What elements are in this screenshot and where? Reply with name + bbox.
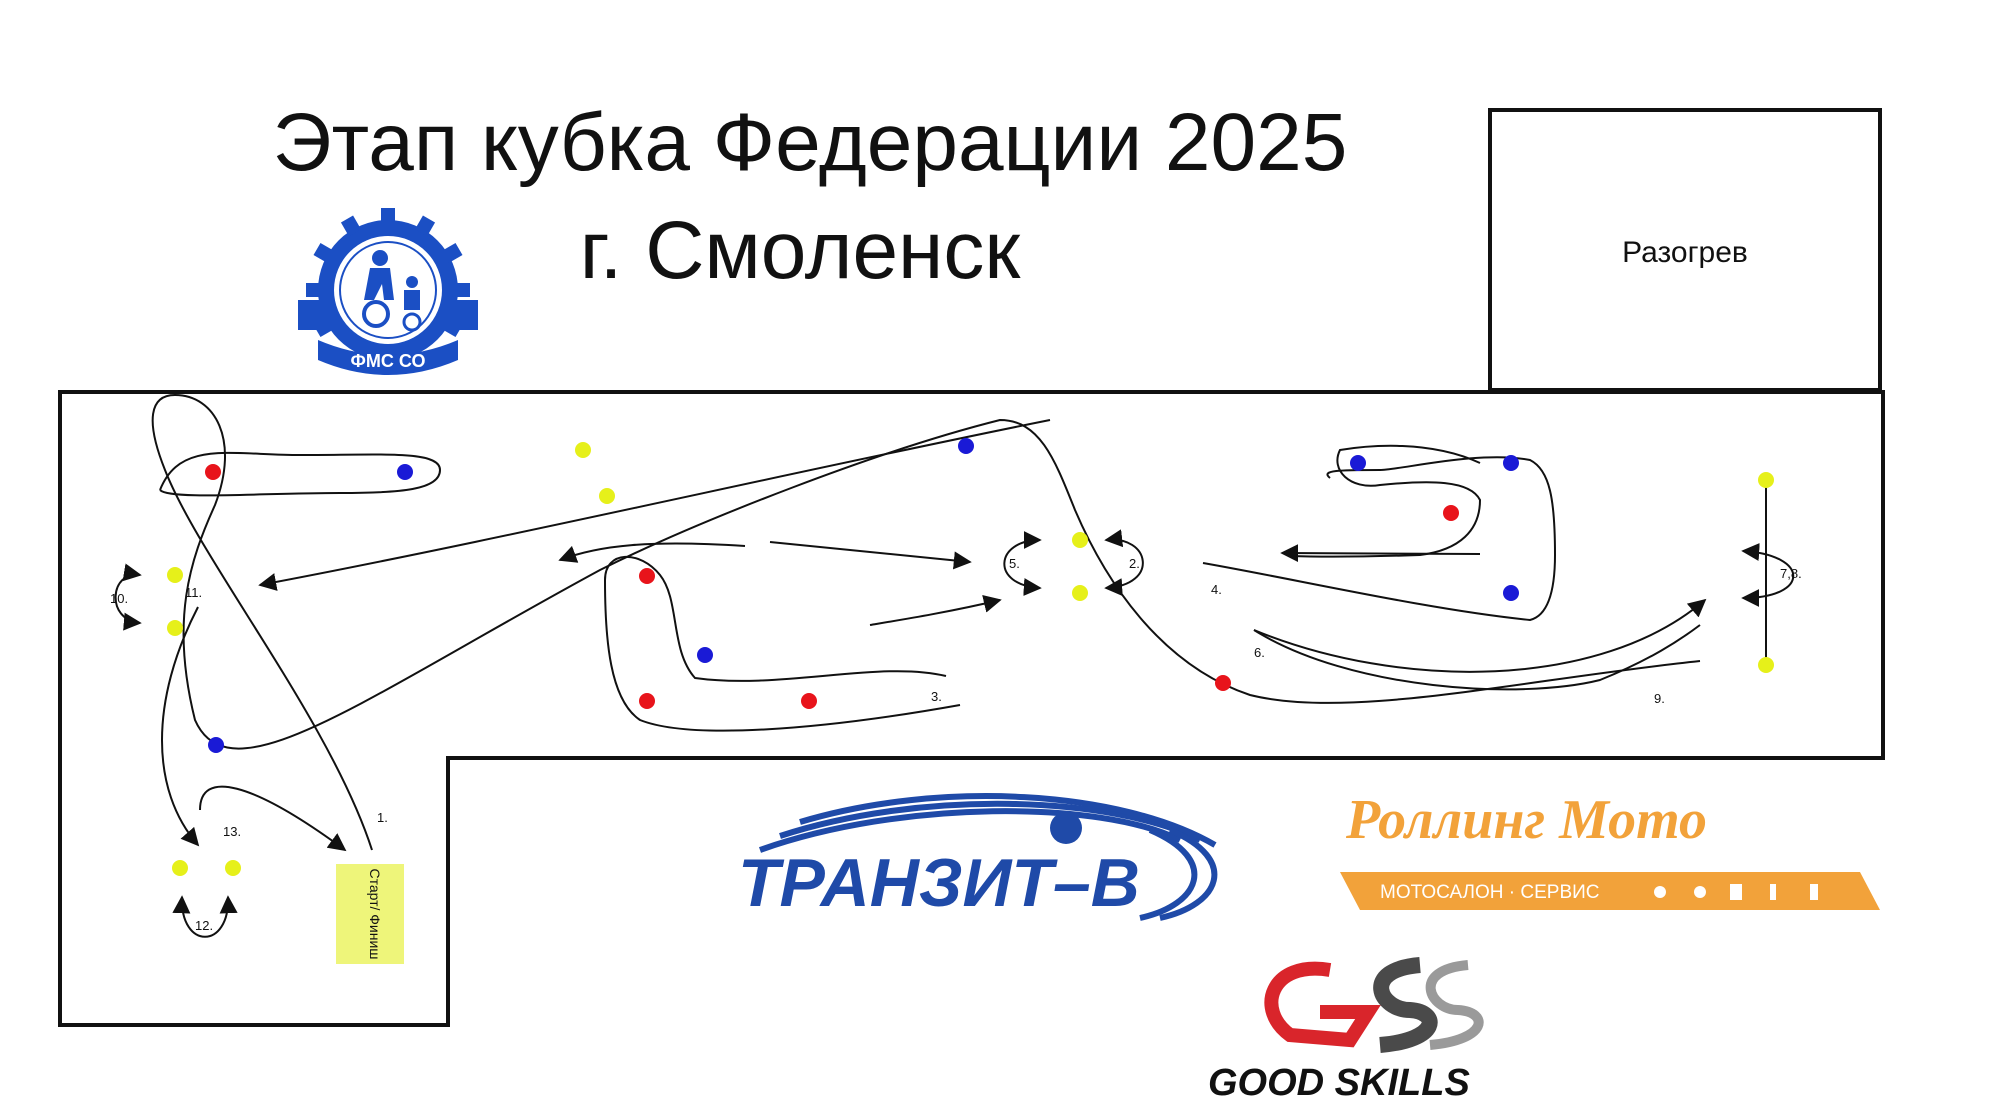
riders-icon [362,250,422,332]
cone-red [1443,505,1459,521]
arrow-9 [1253,598,1707,673]
cone-red [639,693,655,709]
label-4: 4. [1211,582,1222,597]
cone-blue [1503,455,1519,471]
cone-red [639,568,655,584]
arrow-10 [114,563,142,631]
route-path-1 [151,393,1701,851]
label-13: 13. [223,824,241,839]
page-title-line1: Этап кубка Федерации 2025 [272,97,1348,188]
route-path-hairpin [603,555,961,732]
start-finish-box [336,864,404,964]
gs-red-g [1264,961,1381,1048]
cone-yellow [167,620,183,636]
route-path-loop2 [1289,444,1482,558]
label-78: 7,8. [1780,566,1802,581]
label-10: 10. [110,591,128,606]
label-9: 9. [1654,691,1665,706]
label-12: 12. [195,918,213,933]
cone-yellow [167,567,183,583]
rolling-moto-text: Роллинг Мото [1345,789,1707,851]
cones [167,438,1774,876]
cone-blue [697,647,713,663]
cone-yellow [172,860,188,876]
track-boundary [58,390,1885,1027]
fms-logo: ФМС СО [298,208,478,375]
cone-yellow [599,488,615,504]
fms-abbr: ФМС СО [351,351,426,371]
cone-red [1215,675,1231,691]
cone-blue [958,438,974,454]
cone-blue [208,737,224,753]
transit-ball [1050,812,1082,844]
gs-text: GOOD SKILLS [1208,1062,1470,1104]
cone-red [801,693,817,709]
arrow-3 [769,541,972,570]
arrow-11 [258,419,1051,591]
cone-yellow [1072,585,1088,601]
rolling-icons [1654,884,1818,900]
cone-yellow [1758,472,1774,488]
arrow-4 [1280,544,1481,563]
cone-yellow [1758,657,1774,673]
direction-arrows [114,419,1795,938]
transit-text: ТРАНЗИТ–В [738,845,1140,921]
cone-yellow [1072,532,1088,548]
label-2: 2. [1129,556,1140,571]
fms-banner [298,300,478,330]
route-path-loop [159,451,442,497]
fms-ribbon [318,340,458,375]
label-1: 1. [377,810,388,825]
start-finish-label: Старт/ Финиш [367,868,383,959]
gs-grey-s2 [1425,960,1484,1050]
label-3: 3. [931,689,942,704]
good-skills-logo: GOOD SKILLS [1208,957,1484,1104]
cone-blue [397,464,413,480]
label-11: 11. [185,585,202,600]
rolling-moto-logo: Роллинг Мото МОТОСАЛОН · СЕРВИС [1340,789,1880,910]
element-labels: 1. 2. 3. 4. 5. 6. 7,8. 9. 10. 11. 12. 13… [110,556,1802,933]
arrow-5-in [558,542,746,563]
warmup-zone-label: Разогрев [1622,236,1748,269]
label-5: 5. [1009,556,1020,571]
label-6: 6. [1254,645,1265,660]
arrow-12 [172,895,238,938]
arrow-5b [869,595,1002,626]
arrow-2 [1104,529,1144,597]
cone-yellow [225,860,241,876]
cone-blue [1503,585,1519,601]
cone-red [205,464,221,480]
route-path-sweep [1202,456,1557,622]
route-path-curve6 [1253,624,1701,691]
page-title-line2: г. Смоленск [579,205,1021,296]
arrow-78 [1741,542,1795,607]
rolling-band [1340,872,1880,910]
arrow-13 [199,785,347,852]
warmup-zone: Разогрев [1488,108,1882,392]
arrow-5 [1003,531,1042,596]
cone-yellow [575,442,591,458]
transit-v-logo: ТРАНЗИТ–В [738,793,1218,921]
gs-grey-s [1373,957,1438,1053]
arrow-13b [161,606,200,847]
cone-blue [1350,455,1366,471]
route-lines [151,393,1701,851]
rolling-tagline: МОТОСАЛОН · СЕРВИС [1380,882,1600,903]
